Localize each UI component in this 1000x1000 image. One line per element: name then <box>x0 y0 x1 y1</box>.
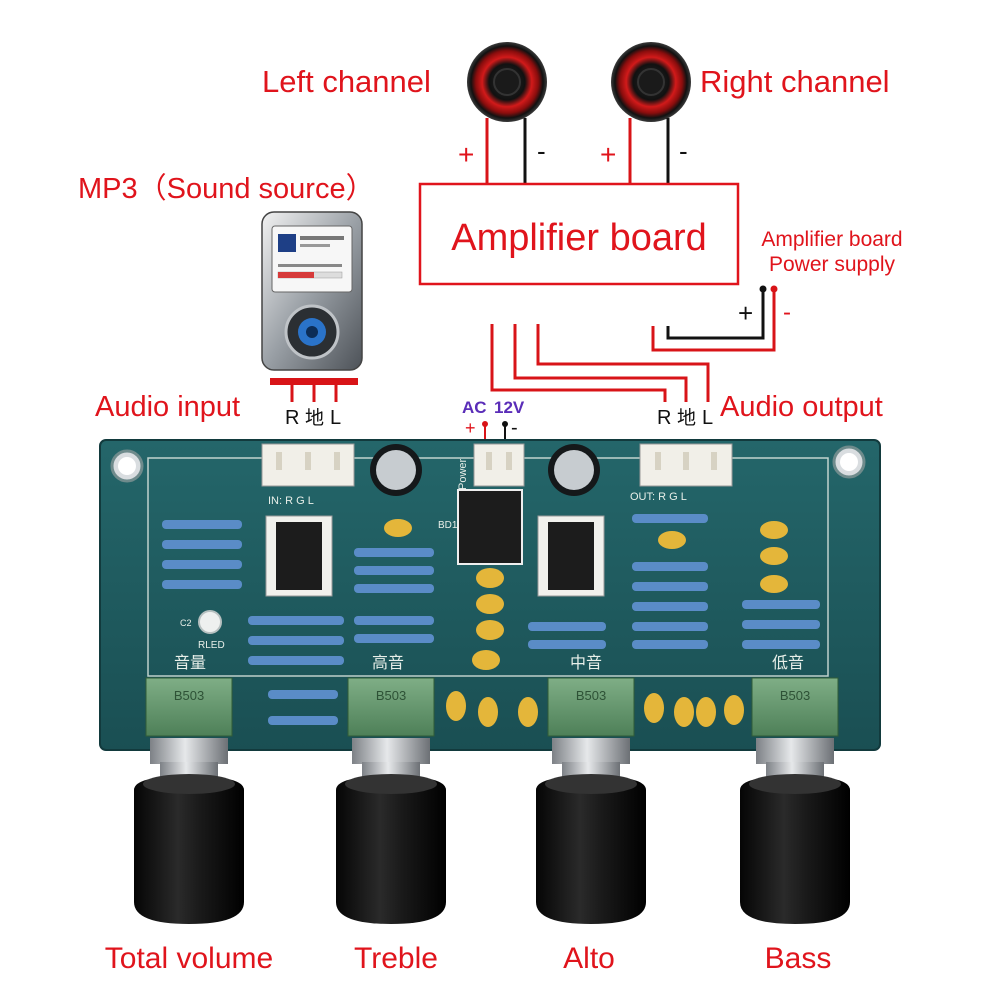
bass-potentiometer: B503 <box>751 677 839 737</box>
volume-potentiometer: B503 <box>145 677 233 737</box>
output-pin-r: R <box>657 407 671 429</box>
alto-potentiometer: B503 <box>547 677 635 737</box>
left-minus-sign: - <box>537 136 546 166</box>
resistors <box>162 514 820 725</box>
input-connector <box>261 443 355 487</box>
power-connector <box>473 443 525 487</box>
right-speaker-icon <box>611 42 691 122</box>
c2-silkscreen: C2 <box>180 618 192 628</box>
ceramic-capacitors <box>384 519 788 727</box>
treble-label: Treble <box>354 942 438 975</box>
power-silkscreen: Power <box>457 458 469 490</box>
tone-control-pcb: IN: R G L OUT: R G L Power BD1 <box>99 439 881 751</box>
audio-output-wires <box>490 324 710 402</box>
bass-knob[interactable] <box>740 738 850 924</box>
mounting-holes <box>110 445 866 483</box>
volume-knob[interactable] <box>134 738 244 924</box>
sound-source-label: MP3（Sound source） <box>78 173 375 205</box>
alto-pot-code: B503 <box>576 688 606 703</box>
ac-plus-sign: + <box>465 418 476 438</box>
power-supply-wires <box>651 285 778 352</box>
treble-pot-code: B503 <box>376 688 406 703</box>
volume-pot-code: B503 <box>174 688 204 703</box>
input-pin-ground: 地 <box>305 407 324 429</box>
output-connector <box>639 443 733 487</box>
amplifier-board-box <box>418 182 740 286</box>
input-pin-l: L <box>330 407 341 429</box>
total-volume-label: Total volume <box>105 942 273 975</box>
treble-cn-silkscreen: 高音 <box>372 654 404 672</box>
electrolytic-capacitors <box>370 444 600 496</box>
power-plus-sign: + <box>738 298 753 328</box>
input-header-silkscreen: IN: R G L <box>268 495 314 507</box>
voltage-label: 12V <box>494 398 525 417</box>
left-channel-label: Left channel <box>262 64 431 99</box>
amplifier-board-label: Amplifier board <box>451 217 707 259</box>
bass-pot-code: B503 <box>780 688 810 703</box>
left-speaker-icon <box>467 42 547 122</box>
treble-knob[interactable] <box>336 738 446 924</box>
ac-label: AC <box>462 398 487 417</box>
volume-cn-silkscreen: 音量 <box>174 654 206 672</box>
ic-chips <box>265 489 605 597</box>
audio-output-label: Audio output <box>720 391 883 423</box>
amp-power-label-line1: Amplifier board <box>761 228 902 251</box>
speaker-wires <box>485 118 670 184</box>
ac-minus-sign: - <box>511 417 518 439</box>
alto-knob[interactable] <box>536 738 646 924</box>
right-minus-sign: - <box>679 136 688 166</box>
audio-input-plug <box>270 378 358 385</box>
output-pin-ground: 地 <box>677 407 696 429</box>
bd1-silkscreen: BD1 <box>438 520 458 531</box>
power-led-icon <box>198 610 222 634</box>
led-silkscreen: RLED <box>198 640 225 651</box>
right-plus-sign: + <box>600 139 616 170</box>
alto-cn-silkscreen: 中音 <box>570 654 602 672</box>
audio-input-label: Audio input <box>95 391 240 423</box>
amp-power-label-line2: Power supply <box>769 253 896 276</box>
left-plus-sign: + <box>458 139 474 170</box>
mp3-player-icon <box>261 211 363 371</box>
input-pin-r: R <box>285 407 299 429</box>
output-pin-l: L <box>702 407 713 429</box>
treble-potentiometer: B503 <box>347 677 435 737</box>
bass-label: Bass <box>765 942 832 975</box>
alto-label: Alto <box>563 942 615 975</box>
right-channel-label: Right channel <box>700 64 890 99</box>
output-header-silkscreen: OUT: R G L <box>630 491 687 503</box>
bass-cn-silkscreen: 低音 <box>772 654 804 672</box>
power-minus-sign: - <box>783 299 791 326</box>
